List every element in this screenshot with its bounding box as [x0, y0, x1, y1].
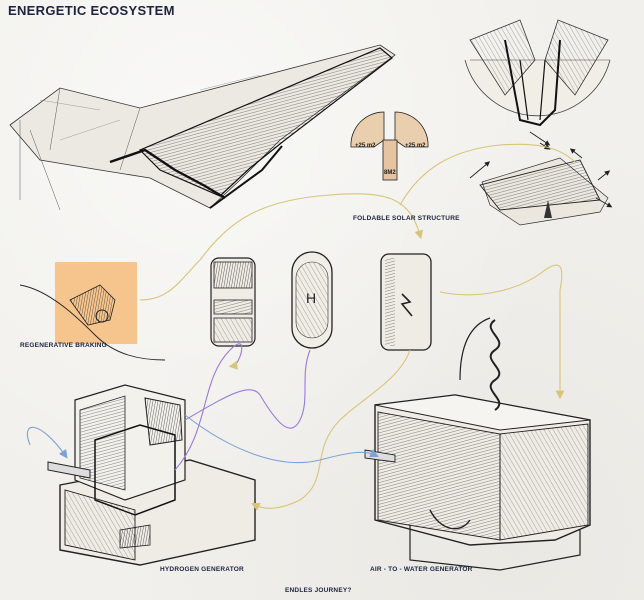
- page-title: ENERGETIC ECOSYSTEM: [8, 3, 175, 18]
- lightning-icon: [400, 293, 413, 317]
- hydrogen-cell-sketch: [291, 251, 333, 349]
- air-to-water-generator-sketch: [364, 317, 591, 571]
- air-intake-coil: [489, 319, 501, 411]
- regenerative-braking-sketch: [19, 262, 166, 361]
- energy-flow-lines: [26, 143, 576, 511]
- electric-battery-sketch: [380, 253, 432, 351]
- label-foldable-solar-structure: FOLDABLE SOLAR STRUCTURE: [353, 215, 460, 222]
- label-hydrogen-generator: HYDROGEN GENERATOR: [160, 566, 244, 573]
- solar-area-center: 8M2: [384, 170, 396, 176]
- battery-module-sketch: [210, 257, 256, 347]
- hydrogen-generator-sketch: [47, 384, 256, 566]
- solar-area-diagram: [350, 111, 429, 181]
- label-regenerative-braking: REGENERATIVE BRAKING: [20, 342, 107, 349]
- hydrogen-cell-letter: H: [306, 290, 317, 306]
- label-air-to-water-generator: AIR - TO - WATER GENERATOR: [370, 566, 473, 573]
- solar-area-right: +25 m2: [405, 143, 426, 149]
- solar-area-left: +25 m2: [355, 143, 376, 149]
- solar-wing-sketch: [9, 44, 396, 211]
- tilted-solar-structure-sketch: [469, 131, 613, 226]
- label-endles-journey: ENDLES JOURNEY?: [285, 587, 352, 594]
- foldable-panel-top-sketch: [464, 19, 611, 150]
